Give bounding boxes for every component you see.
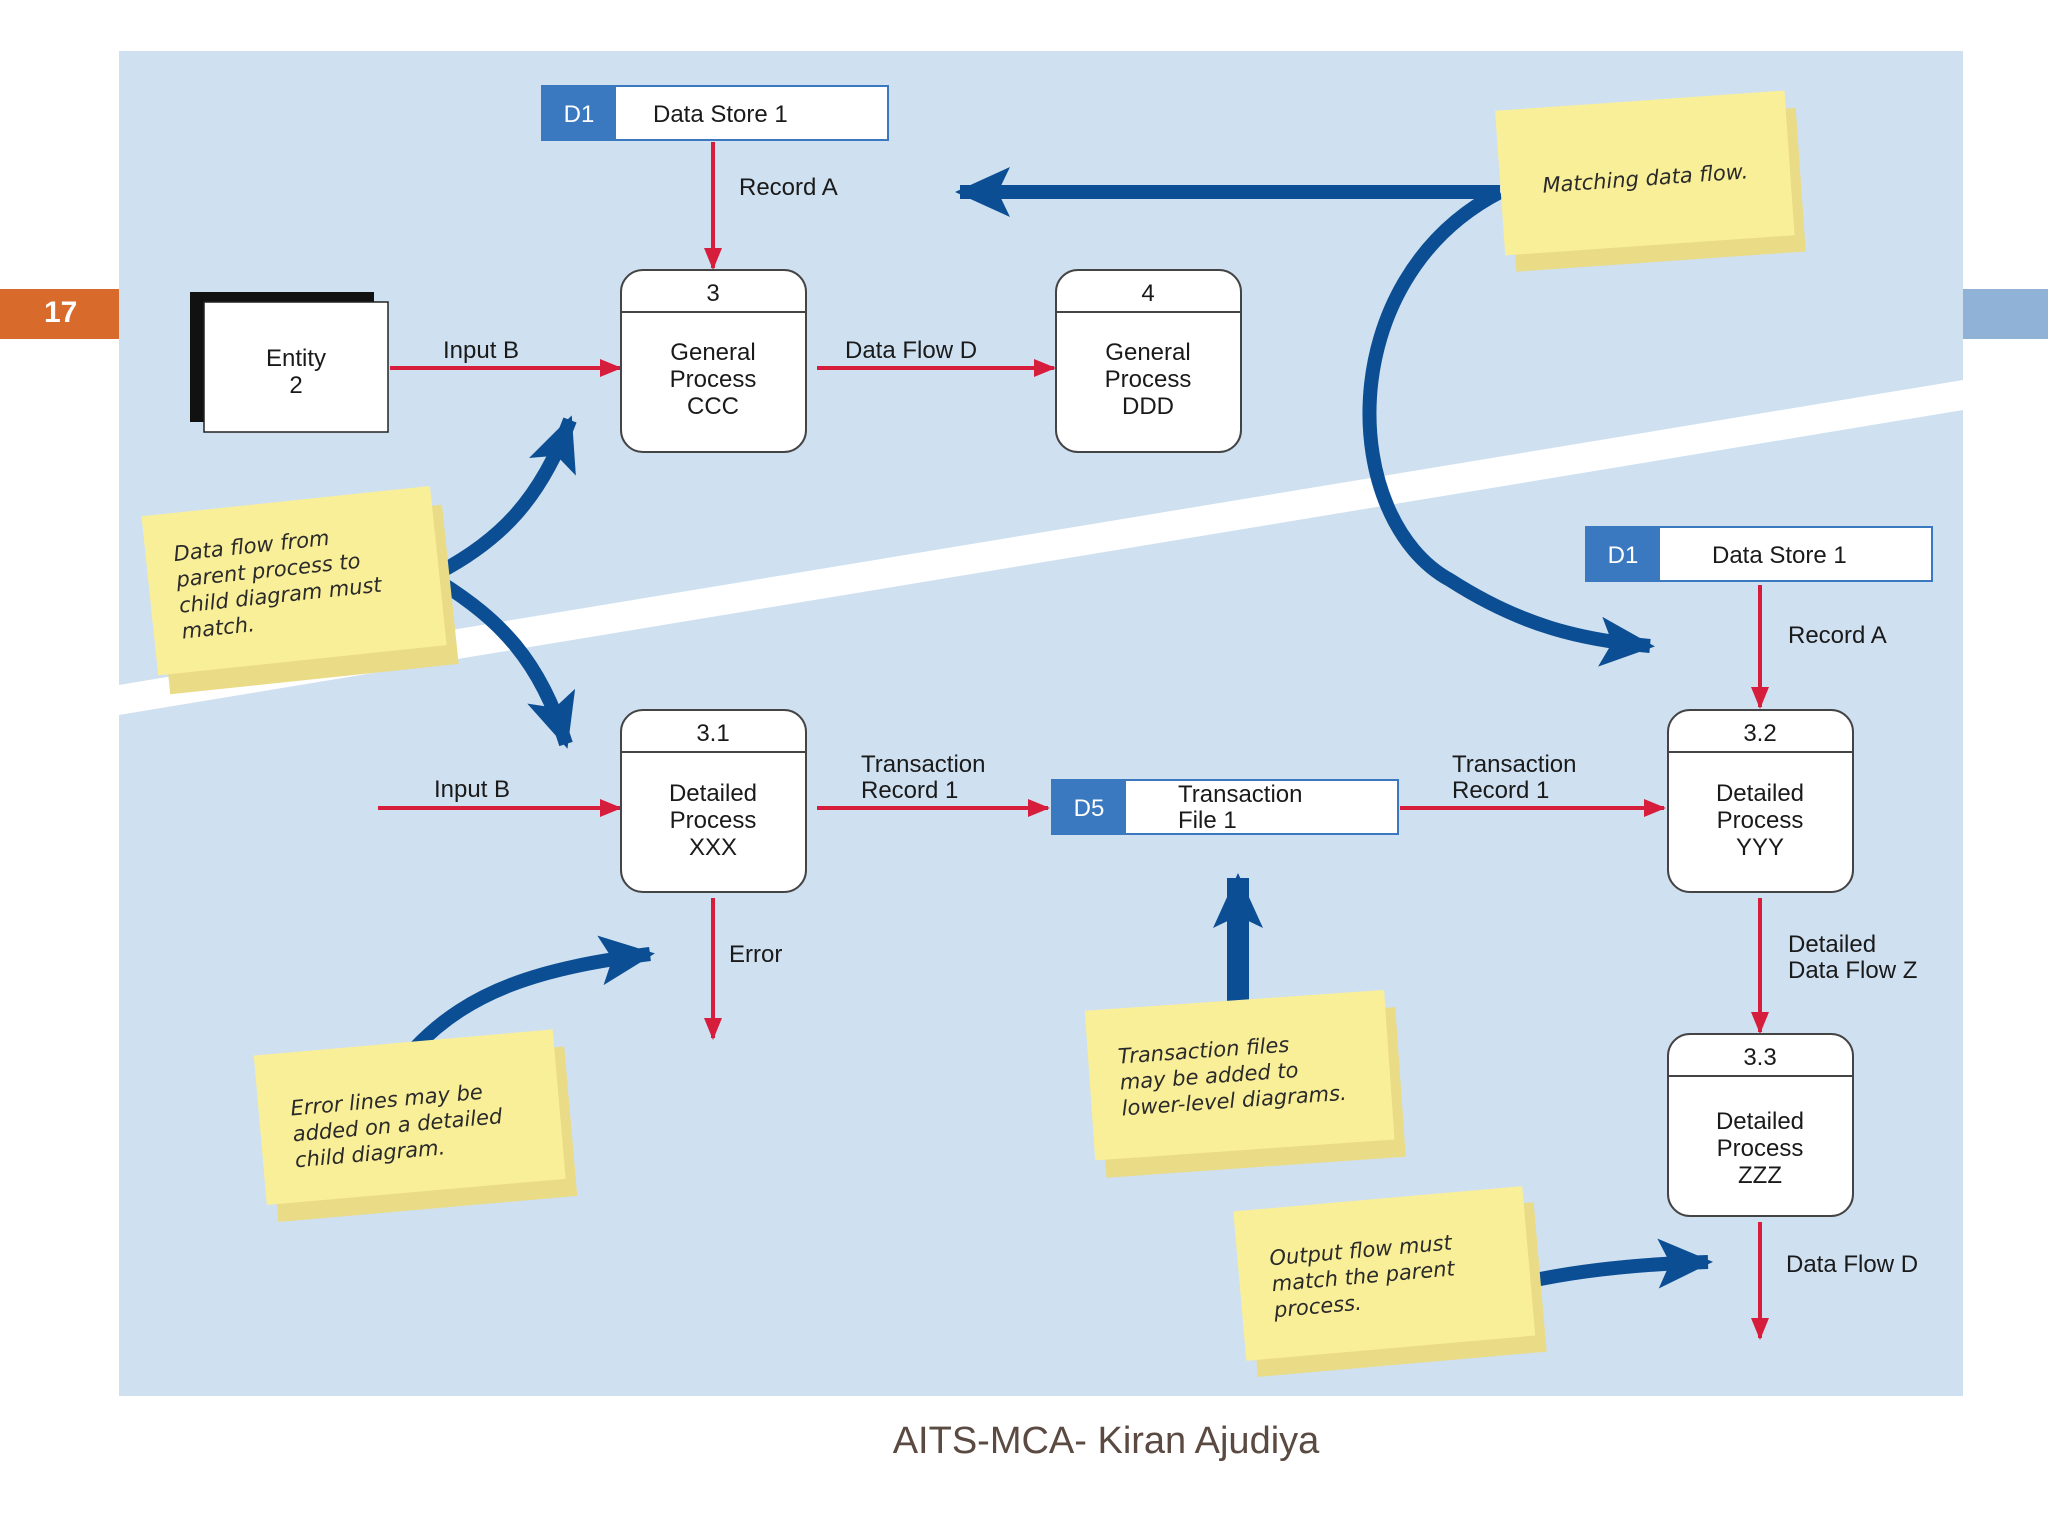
- arrow-matching-to-child: [1362, 185, 1655, 667]
- flow-label-input-b-parent: Input B: [443, 337, 519, 364]
- svg-text:D5: D5: [1074, 795, 1105, 822]
- entity-line2: 2: [289, 372, 302, 399]
- svg-text:General: General: [670, 339, 755, 366]
- svg-text:CCC: CCC: [687, 393, 739, 420]
- entity-2: Entity 2: [190, 292, 389, 433]
- svg-text:3.1: 3.1: [696, 720, 729, 747]
- flow-label-input-b-child: Input B: [434, 776, 510, 803]
- store-id: D1: [564, 101, 595, 128]
- note-matching-data-flow: Matching data flow.: [1495, 90, 1806, 272]
- svg-text:Process: Process: [1105, 366, 1192, 393]
- page-number-bar: [0, 289, 120, 339]
- svg-text:3.3: 3.3: [1743, 1044, 1776, 1071]
- svg-text:Record 1: Record 1: [1452, 777, 1549, 804]
- store-name: Data Store 1: [653, 101, 788, 128]
- svg-text:D1: D1: [1608, 542, 1639, 569]
- arrow-note-to-parent: [436, 415, 577, 579]
- svg-text:ZZZ: ZZZ: [1738, 1162, 1782, 1189]
- entity-line1: Entity: [266, 345, 326, 372]
- note-transaction-files: Transaction files may be added to lower-…: [1084, 989, 1406, 1178]
- process-3-2: 3.2 Detailed Process YYY: [1667, 709, 1854, 893]
- data-store-d1-parent: D1 Data Store 1: [541, 85, 889, 141]
- svg-text:Process: Process: [670, 366, 757, 393]
- svg-text:Record 1: Record 1: [861, 777, 958, 804]
- data-store-d5: D5 Transaction File 1: [1051, 779, 1399, 835]
- arrow-note-to-child: [436, 576, 576, 749]
- process-3-1: 3.1 Detailed Process XXX: [620, 709, 807, 893]
- svg-text:XXX: XXX: [689, 834, 737, 861]
- process-3: 3 General Process CCC: [620, 269, 807, 453]
- separator-band: [119, 380, 1963, 715]
- arrow-output-note: [1524, 1238, 1713, 1289]
- svg-text:Data Store 1: Data Store 1: [1712, 542, 1847, 569]
- data-store-d1-child: D1 Data Store 1: [1585, 526, 1933, 582]
- flow-label-record-a-parent: Record A: [739, 174, 838, 201]
- svg-text:4: 4: [1141, 280, 1154, 307]
- svg-text:Detailed: Detailed: [1788, 931, 1876, 958]
- svg-text:Process: Process: [1717, 1135, 1804, 1162]
- flow-label-record-a-child: Record A: [1788, 622, 1887, 649]
- slide-footer: AITS-MCA- Kiran Ajudiya: [892, 1420, 1320, 1462]
- process-3-3: 3.3 Detailed Process ZZZ: [1667, 1033, 1854, 1217]
- svg-text:General: General: [1105, 339, 1190, 366]
- note-error-lines: Error lines may be added on a detailed c…: [253, 1029, 578, 1223]
- svg-text:Data Flow Z: Data Flow Z: [1788, 957, 1917, 984]
- svg-text:Detailed: Detailed: [669, 780, 757, 807]
- svg-text:Process: Process: [670, 807, 757, 834]
- svg-text:Detailed: Detailed: [1716, 780, 1804, 807]
- arrow-error-note: [409, 935, 655, 1053]
- note-output-flow: Output flow must match the parent proces…: [1233, 1186, 1547, 1377]
- process-number: 3: [706, 280, 719, 307]
- svg-text:Detailed: Detailed: [1716, 1108, 1804, 1135]
- accent-bar-right: [1962, 289, 2048, 339]
- svg-text:3.2: 3.2: [1743, 720, 1776, 747]
- svg-text:Transaction: Transaction: [861, 751, 986, 778]
- flow-label-error: Error: [729, 941, 782, 968]
- svg-text:YYY: YYY: [1736, 834, 1784, 861]
- svg-text:Data Flow D: Data Flow D: [1786, 1251, 1918, 1278]
- flow-label-data-flow-d-parent: Data Flow D: [845, 337, 977, 364]
- svg-text:DDD: DDD: [1122, 393, 1174, 420]
- note-parent-child: Data flow from parent process to child d…: [141, 485, 459, 695]
- svg-text:Transaction: Transaction: [1452, 751, 1577, 778]
- page-number: 17: [44, 296, 78, 329]
- svg-text:Transaction: Transaction: [1178, 781, 1303, 808]
- svg-text:File 1: File 1: [1178, 807, 1237, 834]
- svg-text:Process: Process: [1717, 807, 1804, 834]
- process-4: 4 General Process DDD: [1055, 269, 1242, 453]
